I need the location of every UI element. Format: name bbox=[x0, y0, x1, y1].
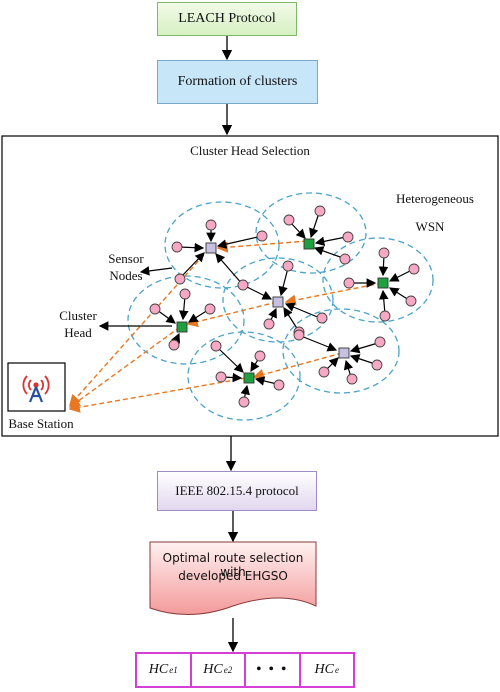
sensor-node bbox=[205, 219, 217, 231]
cluster-ring bbox=[164, 201, 280, 289]
route-selection-line2: developed EHGSO bbox=[178, 569, 288, 583]
sensor-node bbox=[374, 336, 386, 348]
route-selection-box bbox=[149, 541, 317, 615]
base-station-label: Base Station bbox=[8, 416, 74, 431]
cluster-head-selection-panel bbox=[1, 135, 499, 437]
cluster-ring bbox=[282, 308, 400, 394]
sensor-node bbox=[215, 371, 227, 383]
cluster-head-label-line1: Cluster bbox=[59, 308, 97, 323]
cluster-ring bbox=[322, 237, 434, 323]
ieee-protocol-label: IEEE 802.15.4 protocol bbox=[175, 483, 299, 498]
heterogeneous-label: Heterogeneous bbox=[396, 191, 474, 206]
sensor-node bbox=[371, 359, 383, 371]
cluster-head-label-line2: Head bbox=[64, 325, 92, 340]
sensor-node bbox=[254, 350, 266, 362]
node-links bbox=[156, 212, 413, 401]
sensor-node bbox=[204, 303, 216, 315]
sensor-node bbox=[174, 273, 186, 285]
antenna-icon bbox=[22, 375, 50, 403]
sensor-nodes-pointer bbox=[139, 266, 173, 276]
ellipsis: • • • bbox=[256, 662, 289, 677]
sensor-node bbox=[179, 288, 191, 300]
sensor-node bbox=[282, 260, 294, 272]
wsn-label: WSN bbox=[415, 219, 445, 234]
cluster-head-green bbox=[176, 321, 188, 333]
sensor-node bbox=[378, 247, 390, 259]
sensor-node bbox=[210, 340, 222, 352]
sensor-nodes bbox=[149, 205, 420, 408]
cluster-head-lilac bbox=[338, 347, 350, 359]
sensor-node bbox=[405, 295, 417, 307]
route-lines bbox=[68, 240, 383, 413]
sensor-node bbox=[314, 205, 326, 217]
hc-main: HC bbox=[148, 662, 169, 677]
cluster-head-green bbox=[377, 277, 389, 289]
sensor-node bbox=[342, 231, 354, 243]
sensor-node bbox=[149, 303, 161, 315]
sensor-node bbox=[256, 230, 268, 242]
route-line bbox=[216, 240, 308, 253]
leach-protocol-box: LEACH Protocol bbox=[157, 2, 297, 36]
hc-sub: e bbox=[334, 665, 339, 675]
label-pointers bbox=[98, 266, 173, 331]
sensor-node bbox=[263, 318, 275, 330]
formation-clusters-label: Formation of clusters bbox=[177, 74, 298, 89]
hc-main: HC bbox=[314, 662, 334, 677]
sensor-node bbox=[283, 214, 295, 226]
sensor-node bbox=[316, 312, 328, 324]
route-line bbox=[252, 352, 343, 380]
route-line bbox=[186, 301, 278, 328]
formation-clusters-box: Formation of clusters bbox=[157, 60, 318, 104]
cluster-ring bbox=[187, 331, 301, 421]
sensor-node bbox=[273, 379, 285, 391]
cluster-ring bbox=[222, 257, 334, 343]
sensor-node bbox=[408, 263, 420, 275]
sensor-node bbox=[237, 279, 249, 291]
panel-title: Cluster Head Selection bbox=[190, 143, 310, 158]
hc-main: HC bbox=[203, 662, 223, 677]
route-selection-line1: Optimal route selection with bbox=[162, 551, 304, 579]
cluster-head-green bbox=[303, 238, 315, 250]
sensor-node bbox=[238, 396, 250, 408]
route-line bbox=[69, 248, 210, 407]
cluster-head-lilac bbox=[272, 296, 284, 308]
hc-sub: e2 bbox=[223, 665, 233, 675]
sensor-node bbox=[318, 366, 330, 378]
cluster-heads bbox=[176, 238, 389, 384]
flow-arrows bbox=[221, 36, 239, 653]
sensor-node bbox=[293, 329, 305, 341]
sensor-node bbox=[168, 339, 180, 351]
sensor-node bbox=[171, 241, 183, 253]
ieee-protocol-box: IEEE 802.15.4 protocol bbox=[157, 471, 317, 511]
cluster-head-green bbox=[243, 372, 255, 384]
route-line bbox=[284, 282, 383, 306]
sensor-label-line1: Sensor bbox=[108, 251, 144, 266]
sensor-node bbox=[343, 277, 355, 289]
hc-ellipsis-cell: • • • bbox=[246, 654, 301, 686]
leach-protocol-label: LEACH Protocol bbox=[178, 11, 276, 26]
cluster-ring bbox=[255, 192, 367, 274]
route-line bbox=[68, 377, 247, 413]
route-line bbox=[68, 326, 181, 408]
sensor-label-line2: Nodes bbox=[109, 268, 143, 283]
hc-sub: e1 bbox=[169, 665, 178, 675]
sensor-node bbox=[346, 373, 358, 385]
sensor-node bbox=[339, 253, 351, 265]
cluster-head-lilac bbox=[205, 242, 217, 254]
sensor-node bbox=[379, 310, 391, 322]
cluster-rings bbox=[127, 192, 434, 421]
cluster-ring bbox=[127, 275, 245, 365]
